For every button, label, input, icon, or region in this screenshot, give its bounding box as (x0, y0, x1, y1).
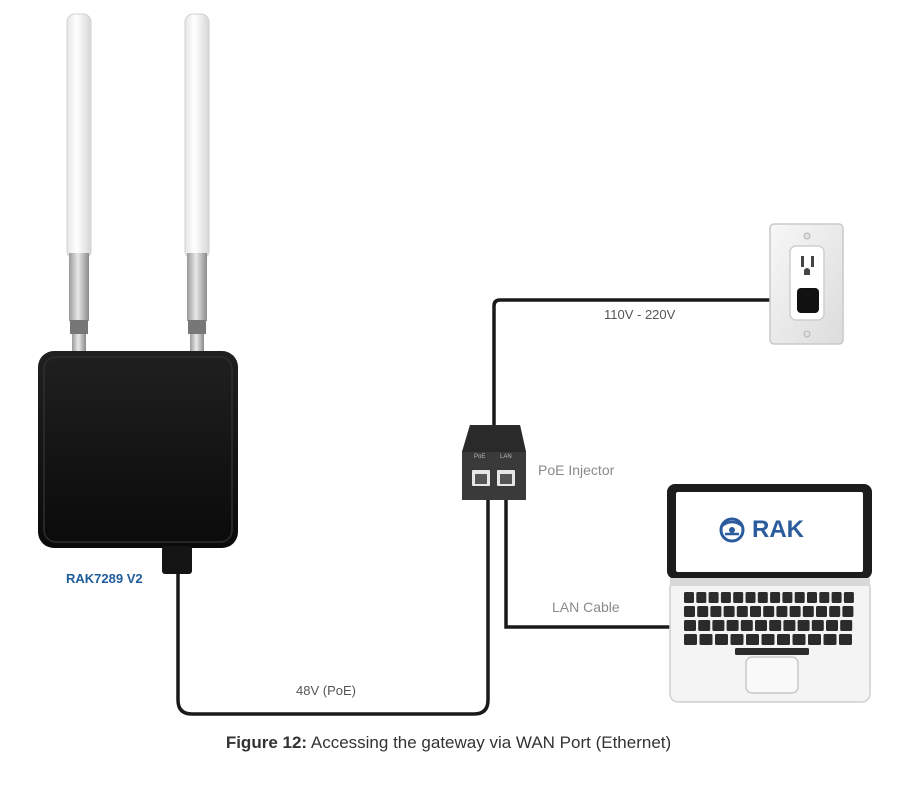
keyboard-key (823, 634, 837, 645)
trackpad (745, 656, 799, 694)
keyboard-key (808, 634, 821, 645)
poe-injector-icon (462, 425, 526, 500)
keyboard-key (726, 620, 739, 631)
keyboard-key (842, 606, 854, 617)
keyboard-key (797, 620, 810, 631)
keyboard-key (840, 620, 853, 631)
lan-cable-label: LAN Cable (552, 599, 620, 615)
rak-logo-icon (719, 517, 745, 543)
keyboard-key (789, 606, 801, 617)
poe-voltage-label: 48V (PoE) (296, 683, 356, 698)
keyboard-key (740, 620, 753, 631)
keyboard-key (816, 606, 827, 617)
cables (176, 298, 806, 716)
keyboard-key (819, 592, 830, 603)
cable-poe-48v (176, 488, 490, 716)
space-bar (735, 648, 809, 655)
keyboard-key (720, 592, 731, 603)
antenna-right (184, 13, 210, 352)
keyboard-key (696, 592, 707, 603)
lan-port-label: LAN (500, 454, 512, 460)
keyboard-key (776, 606, 788, 617)
gateway-icon (38, 351, 238, 574)
keyboard-key (697, 606, 709, 617)
keyboard-key (782, 592, 793, 603)
keyboard-key (684, 634, 697, 645)
keyboard-key (792, 634, 806, 645)
laptop-brand-text: RAK (752, 516, 804, 543)
cable-mains (492, 298, 806, 425)
figure-caption: Figure 12: Accessing the gateway via WAN… (0, 733, 897, 753)
device-label: RAK7289 V2 (66, 571, 143, 586)
keyboard-key (761, 634, 775, 645)
keyboard-key (746, 634, 759, 645)
keyboard-key (750, 606, 761, 617)
poe-port-label: PoE (474, 454, 486, 460)
keyboard-key (807, 592, 817, 603)
keyboard-key (745, 592, 756, 603)
cable-lan (504, 488, 672, 629)
keyboard-key (733, 592, 744, 603)
keyboard-key (831, 592, 842, 603)
keyboard-key (769, 620, 782, 631)
keyboard-key (708, 592, 719, 603)
keyboard-key (684, 592, 694, 603)
keyboard-key (684, 606, 695, 617)
keyboard-key (783, 620, 796, 631)
keyboard-key (699, 634, 713, 645)
keyboard-key (684, 620, 696, 631)
keyboard-key (736, 606, 748, 617)
injector-label: PoE Injector (538, 462, 615, 478)
keyboard-key (698, 620, 711, 631)
voltage-mains-label: 110V - 220V (604, 307, 676, 322)
laptop-icon (667, 484, 872, 703)
keyboard-key (826, 620, 838, 631)
keyboard-key (723, 606, 735, 617)
keyboard-key (710, 606, 722, 617)
figure-number: Figure 12: (225, 733, 308, 752)
keyboard-key (715, 634, 728, 645)
keyboard-key (730, 634, 744, 645)
keyboard-key (829, 606, 841, 617)
keyboard-key (757, 592, 768, 603)
keyboard (684, 592, 854, 655)
wall-outlet-icon (769, 223, 844, 345)
keyboard-key (712, 620, 725, 631)
antenna-left (66, 13, 92, 352)
keyboard-key (777, 634, 790, 645)
keyboard-key (802, 606, 814, 617)
figure-text: Accessing the gateway via WAN Port (Ethe… (307, 733, 672, 752)
keyboard-key (811, 620, 824, 631)
keyboard-key (794, 592, 805, 603)
keyboard-key (770, 592, 781, 603)
keyboard-key (843, 592, 854, 603)
keyboard-key (839, 634, 852, 645)
keyboard-key (755, 620, 767, 631)
keyboard-key (763, 606, 775, 617)
